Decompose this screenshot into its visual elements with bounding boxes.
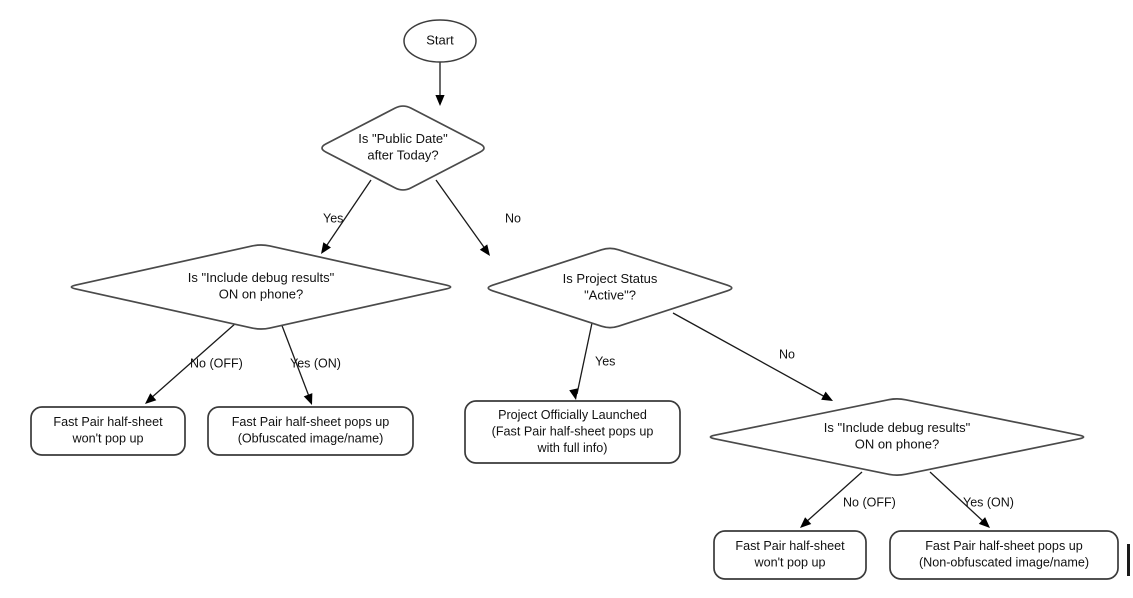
edge-path	[929, 471, 986, 524]
edge-arrowhead	[321, 242, 331, 254]
edge-path	[672, 312, 828, 399]
node-label-line: Fast Pair half-sheet	[735, 539, 845, 553]
node-p_launched[interactable]: Project Officially Launched (Fast Pair ha…	[464, 400, 681, 464]
node-label-line: Fast Pair half-sheet pops up	[232, 415, 390, 429]
edge-arrowhead	[145, 393, 157, 404]
node-label-line: won't pop up	[71, 432, 143, 446]
edge-label: No	[505, 211, 521, 225]
node-p_right_off[interactable]: Fast Pair half-sheet won't pop up	[713, 530, 867, 580]
node-label-line: ON on phone?	[855, 437, 940, 452]
edge-path	[435, 179, 487, 251]
edge-path	[804, 471, 863, 524]
node-label-line: (Fast Pair half-sheet pops up	[492, 424, 654, 438]
edge-label: Yes (ON)	[963, 495, 1014, 509]
artifacts-layer	[1127, 544, 1130, 576]
node-label-line: "Active"?	[584, 288, 636, 303]
edge-e_left_off: No (OFF)	[145, 322, 243, 404]
edge-label: No (OFF)	[190, 356, 243, 370]
edge-e_public_no: No	[435, 179, 521, 256]
edge-label: No (OFF)	[843, 495, 896, 509]
node-shape-diamond[interactable]	[709, 398, 1085, 476]
edge-e_right_on: Yes (ON)	[929, 471, 1014, 528]
edge-arrowhead	[821, 391, 833, 401]
node-label-line: (Obfuscated image/name)	[238, 432, 384, 446]
node-shape-diamond[interactable]	[70, 244, 452, 330]
edge-arrowhead	[435, 95, 445, 106]
node-label-line: Is Project Status	[563, 271, 658, 286]
node-shape-rounded-rect[interactable]	[207, 406, 414, 456]
edge-path	[324, 179, 372, 249]
nodes-layer: Start Is "Public Date" after Today? Is "Inc…	[30, 19, 1119, 580]
node-shape-rounded-rect[interactable]	[889, 530, 1119, 580]
node-d_debug_left[interactable]: Is "Include debug results" ON on phone?	[70, 244, 452, 330]
right-edge-mark	[1127, 544, 1130, 576]
edge-arrowhead	[569, 388, 579, 400]
node-label-line: Start	[426, 32, 454, 47]
node-label-line: Is "Public Date"	[358, 131, 448, 146]
edge-path	[149, 322, 237, 400]
edge-arrowhead	[479, 244, 490, 256]
node-p_left_on[interactable]: Fast Pair half-sheet pops up (Obfuscated …	[207, 406, 414, 456]
node-label-line: ON on phone?	[219, 287, 304, 302]
node-label-line: (Non-obfuscated image/name)	[919, 556, 1089, 570]
node-label-line: Fast Pair half-sheet	[53, 415, 163, 429]
edge-e_public_yes: Yes	[321, 179, 372, 254]
edge-e_right_off: No (OFF)	[800, 471, 896, 528]
node-start[interactable]: Start	[403, 19, 477, 63]
node-shape-rounded-rect[interactable]	[464, 400, 681, 464]
node-shape-rounded-rect[interactable]	[30, 406, 186, 456]
node-label-line: Is "Include debug results"	[824, 420, 971, 435]
node-label-line: Fast Pair half-sheet pops up	[925, 539, 1083, 553]
edge-e_start_public	[435, 62, 445, 106]
node-label-line: Project Officially Launched	[498, 408, 647, 422]
edge-e_left_on: Yes (ON)	[280, 322, 341, 405]
edge-label: Yes	[595, 354, 615, 368]
node-d_public_date[interactable]: Is "Public Date" after Today?	[321, 105, 485, 191]
node-shape-diamond[interactable]	[321, 105, 485, 191]
edge-label: Yes (ON)	[290, 356, 341, 370]
edge-path	[280, 322, 311, 400]
node-label-line: Is "Include debug results"	[188, 270, 335, 285]
node-p_right_on[interactable]: Fast Pair half-sheet pops up (Non-obfusca…	[889, 530, 1119, 580]
edge-label: Yes	[323, 211, 343, 225]
edge-path	[576, 322, 593, 395]
node-label-line: won't pop up	[753, 556, 825, 570]
node-d_project_status[interactable]: Is Project Status "Active"?	[487, 247, 733, 329]
edge-arrowhead	[978, 517, 990, 528]
edge-e_status_no: No	[672, 312, 833, 401]
node-shape-ellipse[interactable]	[403, 19, 477, 63]
node-p_left_off[interactable]: Fast Pair half-sheet won't pop up	[30, 406, 186, 456]
node-label-line: with full info)	[537, 441, 608, 455]
node-d_debug_right[interactable]: Is "Include debug results" ON on phone?	[709, 398, 1085, 476]
node-shape-rounded-rect[interactable]	[713, 530, 867, 580]
edge-label: No	[779, 347, 795, 361]
edge-e_status_yes: Yes	[569, 322, 615, 400]
node-shape-diamond[interactable]	[487, 247, 733, 329]
edge-arrowhead	[800, 517, 812, 528]
node-label-line: after Today?	[367, 148, 438, 163]
edge-arrowhead	[303, 393, 313, 405]
